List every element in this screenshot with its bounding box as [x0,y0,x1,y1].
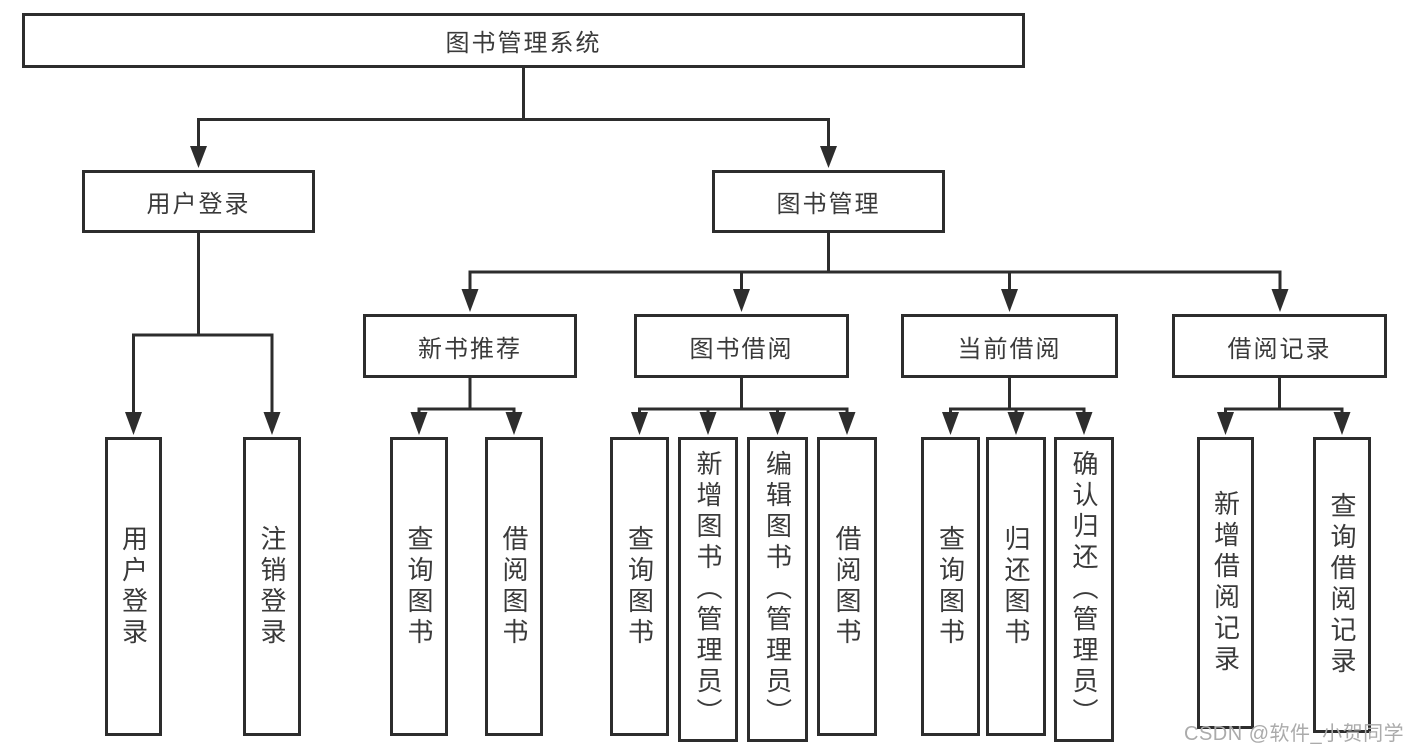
node-label: 用户登录 [146,191,251,218]
arrowhead [631,412,648,435]
leaf-borrow-book-recommend: 借阅图书 [485,437,543,736]
leaf-label: 归还图书 [1001,524,1031,649]
arrowhead [1271,289,1289,312]
arrowhead [769,412,786,435]
arrowhead [838,412,856,435]
leaf-borrow-book: 借阅图书 [817,437,877,736]
arrowhead [1333,412,1351,435]
node-label: 当前借阅 [957,335,1062,363]
node-new-book-recommend: 新书推荐 [363,314,577,378]
leaf-label: 注销登录 [257,524,287,649]
leaf-label: 借阅图书 [499,524,529,649]
arrowhead [1007,412,1025,435]
connector-book-management-to-level3 [461,231,1289,312]
connector-user-login-to-leaves [125,231,281,435]
arrowhead [461,289,479,312]
leaf-label: 查询图书 [935,524,966,649]
node-current-borrow: 当前借阅 [901,314,1118,378]
arrowhead [505,412,523,435]
connector-current-borrow-to-leaves [942,376,1093,435]
arrowhead [1075,412,1093,435]
node-label: 图书借阅 [689,335,794,363]
arrowhead [263,412,281,435]
node-user-login: 用户登录 [82,170,315,233]
leaf-user-login: 用户登录 [105,437,162,736]
leaf-query-borrow-record: 查询借阅记录 [1313,437,1371,733]
arrowhead [942,412,959,435]
arrowhead [190,146,207,168]
leaf-label: 查询借阅记录 [1327,492,1357,678]
connector-borrow-records-to-leaves [1217,376,1351,435]
leaf-add-book-admin: 新增图书（管理员） [678,437,738,742]
leaf-label: 确认归还（管理员） [1069,450,1099,729]
leaf-label: 查询图书 [624,524,655,649]
csdn-watermark: CSDN @软件_小贺同学 [1184,723,1405,745]
leaf-label: 查询图书 [404,524,434,649]
leaf-query-book-current: 查询图书 [921,437,980,736]
node-library-management-system: 图书管理系统 [22,13,1025,68]
leaf-add-borrow-record: 新增借阅记录 [1197,437,1254,729]
node-label: 图书管理 [776,191,881,218]
leaf-query-book-borrow: 查询图书 [610,437,669,736]
arrowhead [1217,412,1234,435]
node-label: 图书管理系统 [445,30,602,57]
leaf-confirm-return-admin: 确认归还（管理员） [1054,437,1114,742]
leaf-label: 编辑图书（管理员） [762,450,793,729]
leaf-return-book: 归还图书 [986,437,1046,736]
arrowhead [125,412,142,435]
node-label: 新书推荐 [418,335,522,363]
node-label: 借阅记录 [1227,335,1332,363]
node-book-borrow: 图书借阅 [634,314,849,378]
arrowhead [1001,289,1018,312]
arrowhead [699,412,717,435]
leaf-label: 借阅图书 [832,524,862,649]
connector-new-book-recommend-to-leaves [410,376,523,435]
leaf-edit-book-admin: 编辑图书（管理员） [747,437,808,742]
leaf-label: 用户登录 [118,524,149,649]
connector-book-borrow-to-leaves [631,376,856,435]
connector-root-to-level2 [190,66,837,168]
arrowhead [733,289,750,312]
arrowhead [820,146,837,168]
node-book-management: 图书管理 [712,170,945,233]
arrowhead [410,412,428,435]
leaf-label: 新增图书（管理员） [693,450,723,729]
leaf-query-book-recommend: 查询图书 [390,437,448,736]
leaf-label: 新增借阅记录 [1210,490,1241,676]
node-borrow-records: 借阅记录 [1172,314,1387,378]
leaf-logout: 注销登录 [243,437,301,736]
